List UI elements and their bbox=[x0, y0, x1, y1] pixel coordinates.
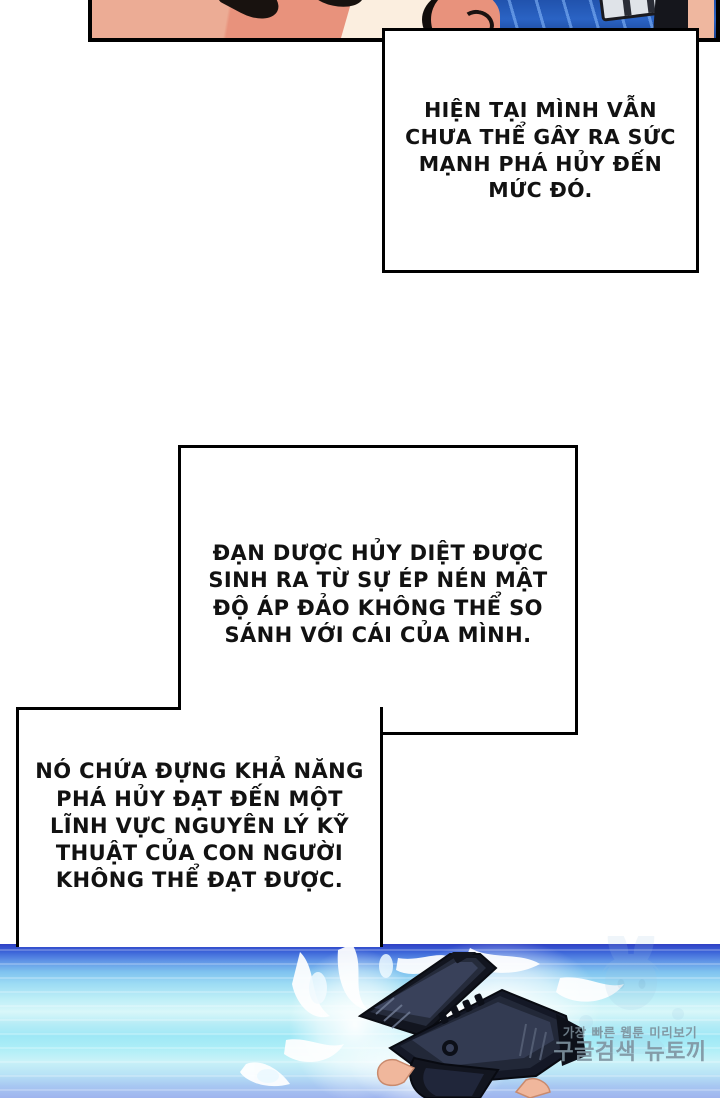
caption-box-2: ĐẠN DƯỢC HỦY DIỆT ĐƯỢC SINH RA TỪ SỰ ÉP … bbox=[178, 445, 578, 735]
box-seam-mask-vertical bbox=[181, 710, 185, 735]
caption-box-3: NÓ CHỨA ĐỰNG KHẢ NĂNG PHÁ HỦY ĐẠT ĐẾN MỘ… bbox=[16, 707, 383, 947]
caption-box-3-text: NÓ CHỨA ĐỰNG KHẢ NĂNG PHÁ HỦY ĐẠT ĐẾN MỘ… bbox=[35, 759, 364, 893]
energy-effects bbox=[240, 944, 624, 1087]
top-art-panel bbox=[88, 0, 720, 42]
box-seam-mask-horizontal bbox=[181, 707, 380, 711]
caption-box-2-bottom-edge bbox=[383, 732, 578, 735]
caption-box-2-text: ĐẠN DƯỢC HỦY DIỆT ĐƯỢC SINH RA TỪ SỰ ÉP … bbox=[208, 540, 548, 647]
bottom-art-panel bbox=[0, 944, 720, 1098]
caption-box-1: HIỆN TẠI MÌNH VẪN CHƯA THỂ GÂY RA SỨC MẠ… bbox=[382, 28, 699, 273]
caption-box-1-text: HIỆN TẠI MÌNH VẪN CHƯA THỂ GÂY RA SỨC MẠ… bbox=[405, 98, 676, 203]
